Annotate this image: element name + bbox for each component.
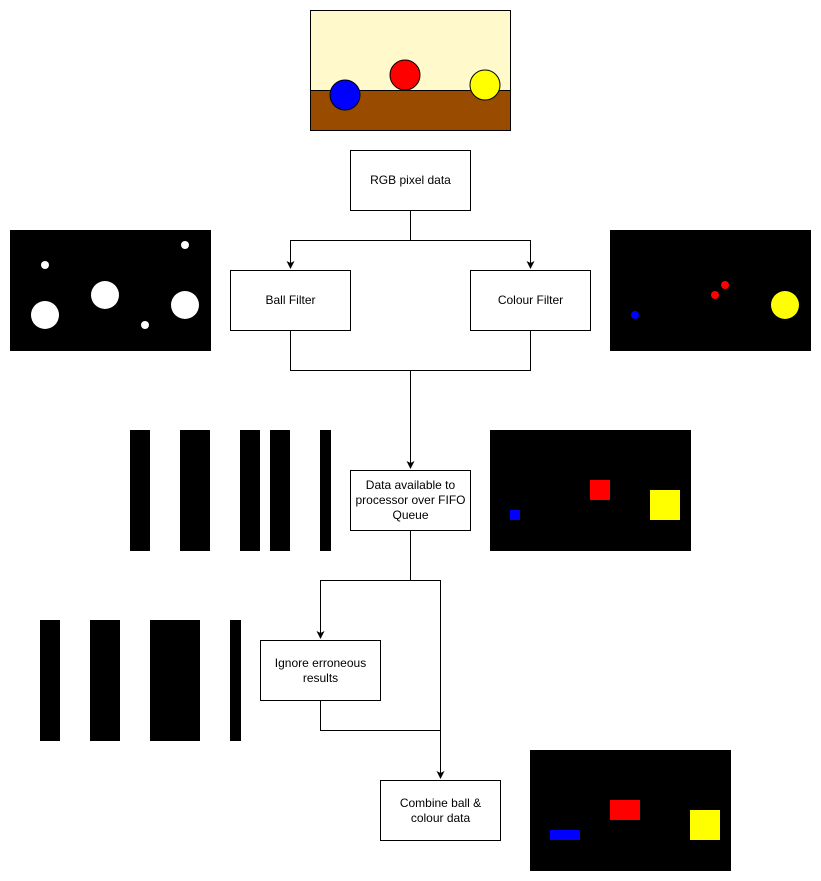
colour-blob-yellow [771,291,799,319]
arrow-data-to-ignore [316,530,411,639]
ball-column-data-image [130,430,331,551]
combined-block-red [610,800,640,820]
data-available-node: Data available to processor over FIFO Qu… [350,470,471,531]
colour-filter-output-background [610,230,811,351]
ball-column-bar [260,430,270,551]
ball-blob [31,301,59,329]
rgb-pixel-data-node: RGB pixel data [350,150,471,211]
scene-ball-yellow [469,69,501,101]
colour-blob-red [711,291,719,299]
filtered-column-data-image [40,620,241,741]
rgb-pixel-data-label: RGB pixel data [370,173,451,187]
ball-column-bar [210,430,240,551]
ball-filter-label: Ball Filter [265,293,316,307]
arrow-rgb-to-colour-filter [410,240,535,269]
colour-filter-output-image [610,230,811,351]
colour-filter-label: Colour Filter [497,293,564,307]
ball-filter-node: Ball Filter [230,270,351,331]
ball-blob [41,261,49,269]
ignore-erroneous-node: Ignore erroneous results [260,640,381,701]
line-data-to-combine [410,580,445,779]
ball-column-bar [290,430,320,551]
ball-blob [141,321,149,329]
colour-blob-blue [631,311,639,319]
colour-block-data-image [490,430,691,551]
colour-blob-red [721,281,729,289]
ball-blob [91,281,119,309]
combine-data-node: Combine ball & colour data [380,780,501,841]
ball-column-bar [150,430,180,551]
ball-filter-output-image [10,230,211,351]
filtered-column-bar [60,620,90,741]
colour-filter-node: Colour Filter [470,270,591,331]
colour-block-red [590,480,610,500]
ball-blob [181,241,189,249]
data-available-label: Data available to processor over FIFO Qu… [355,478,466,522]
scene-ball-red [389,59,421,91]
line-ignore-to-combine [320,700,441,731]
filtered-column-bar [200,620,230,741]
combined-data-image [530,750,731,871]
filtered-column-bar [120,620,150,741]
ignore-erroneous-label: Ignore erroneous results [274,655,367,685]
arrow-rgb-to-ball-filter [286,210,411,269]
scene-ball-blue [329,79,361,111]
combined-block-yellow [690,810,720,840]
line-ball-filter-to-merge [290,330,531,371]
combine-data-label: Combine ball & colour data [399,795,482,825]
colour-block-blue [510,510,520,520]
combined-block-blue [550,830,580,840]
scene-image [310,10,511,131]
colour-block-yellow [650,490,680,520]
ball-blob [171,291,199,319]
